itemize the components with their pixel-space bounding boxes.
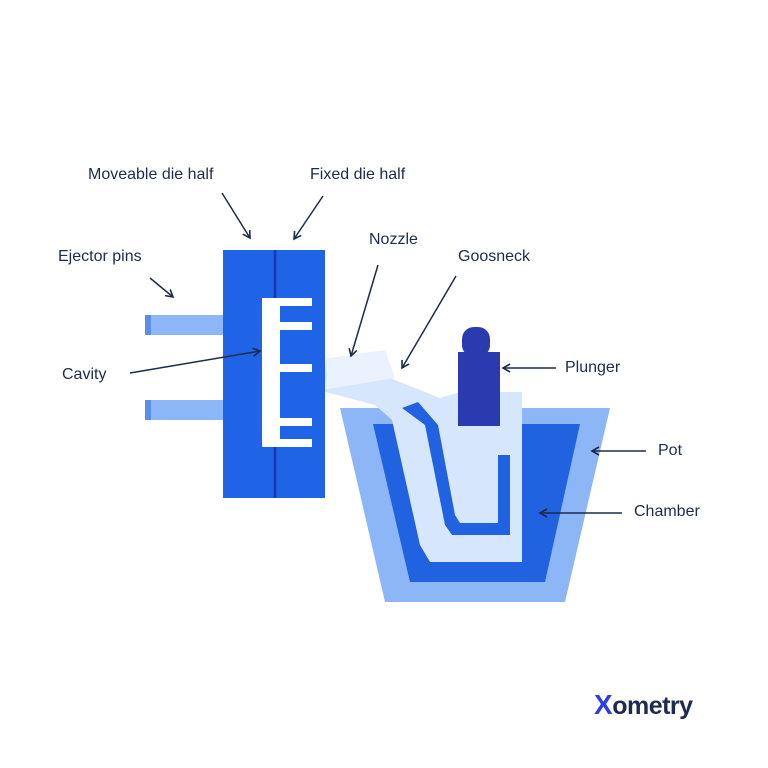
nozzle-arrow <box>348 264 379 358</box>
nozzle-label: Nozzle <box>369 231 418 248</box>
cavity-label: Cavity <box>62 366 107 383</box>
nozzle-shape <box>316 350 395 390</box>
cavity-shape <box>262 298 312 447</box>
ejector-pin-bottom-end <box>145 400 151 420</box>
pot-label: Pot <box>658 442 683 459</box>
gooseneck-arrow <box>401 275 457 370</box>
xometry-logo-text: ometry <box>612 692 693 720</box>
ejector-pins-label: Ejector pins <box>58 248 142 265</box>
plunger-label: Plunger <box>565 359 621 376</box>
moveable-die-half-label: Moveable die half <box>88 166 214 183</box>
plunger-body <box>458 352 500 426</box>
plunger-rod-top <box>462 327 490 357</box>
xometry-logo: Xometry <box>594 690 693 721</box>
gooseneck-label: Goosneck <box>458 248 531 265</box>
cavity-arrow <box>129 347 262 374</box>
fixed-die-half-arrow <box>293 195 324 241</box>
xometry-logo-x: X <box>594 689 613 720</box>
fixed-die-half-label: Fixed die half <box>310 166 406 183</box>
moveable-die-half-arrow <box>221 192 251 240</box>
ejector-pin-top-end <box>145 315 151 335</box>
ejector-pins-arrow <box>149 277 175 299</box>
gooseneck-channel <box>402 402 510 535</box>
fixed-die-half-block <box>275 250 325 498</box>
chamber-label: Chamber <box>634 503 700 520</box>
